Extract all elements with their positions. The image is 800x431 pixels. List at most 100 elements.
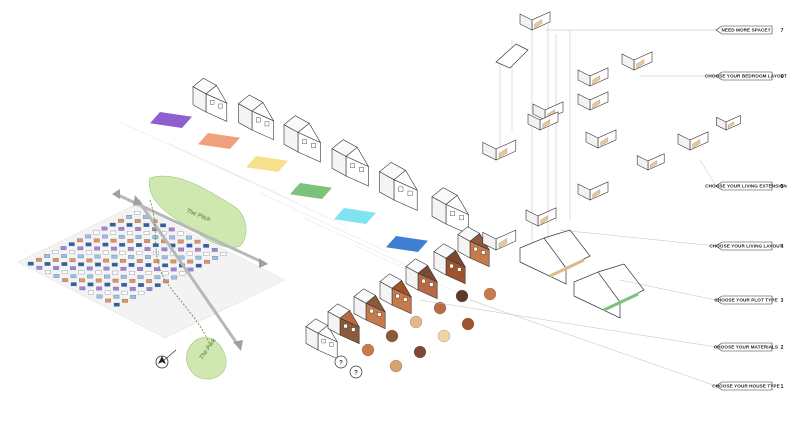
step-label-text: CHOOSE YOUR LIVING EXTENSION	[705, 184, 787, 189]
house-block	[127, 247, 134, 251]
house-block	[101, 226, 108, 231]
house-block	[44, 254, 51, 258]
house-block	[104, 282, 111, 287]
house-window	[457, 267, 462, 272]
house-block	[203, 251, 210, 256]
house-block	[120, 266, 127, 271]
house-block	[195, 247, 201, 252]
step-label-box	[715, 342, 773, 352]
room-module-9	[636, 153, 665, 171]
house-block	[120, 274, 127, 279]
house-block	[53, 266, 60, 270]
module-furniture	[592, 99, 601, 109]
unknown-marker-1: ?	[339, 361, 343, 367]
house-block	[187, 259, 194, 264]
house-block	[144, 247, 151, 251]
module-furniture	[542, 119, 551, 129]
green-path	[149, 199, 211, 346]
house-block	[45, 270, 51, 274]
house-block	[53, 274, 60, 278]
house-block	[119, 242, 126, 247]
material-swatch	[483, 287, 497, 301]
house-block	[112, 270, 119, 275]
road-arrow-north	[133, 195, 142, 206]
house-block	[113, 294, 120, 299]
house-block	[70, 266, 76, 271]
house-block	[162, 271, 169, 276]
module-furniture	[728, 121, 735, 129]
house-block	[130, 295, 137, 299]
house-block	[118, 234, 125, 239]
house-block	[186, 243, 193, 248]
house-block	[128, 263, 135, 267]
house-block	[145, 271, 152, 275]
house-block	[177, 231, 184, 236]
house-block	[168, 227, 175, 232]
house-block	[135, 235, 142, 239]
material-house-2	[327, 303, 360, 345]
house-block	[77, 246, 84, 251]
house-window	[398, 186, 404, 192]
plot-tile	[386, 236, 428, 252]
module-wall	[636, 155, 649, 171]
house-block	[137, 275, 144, 279]
module-furniture	[692, 139, 701, 149]
room-module-11	[716, 115, 741, 131]
module-furniture	[650, 160, 658, 169]
house-block	[154, 275, 161, 280]
house-block	[126, 215, 133, 219]
house-window	[256, 117, 261, 123]
house-window	[449, 263, 454, 269]
house-block	[145, 263, 152, 267]
house-block	[211, 248, 218, 252]
step-label-7: NEED MORE SPACE?7	[715, 25, 784, 35]
step-number: 5	[781, 184, 784, 190]
house-block	[95, 262, 101, 267]
house-roof	[327, 303, 351, 319]
house-block	[109, 222, 116, 227]
house-block	[136, 259, 143, 263]
section-garden	[603, 292, 639, 312]
house-block	[121, 282, 128, 287]
plot-tile	[334, 208, 376, 224]
house-block	[178, 247, 185, 252]
house-block	[103, 266, 110, 271]
material-swatches	[361, 287, 497, 373]
house-type-option-3	[283, 115, 322, 163]
house-roof	[305, 318, 329, 334]
house-block	[122, 298, 128, 303]
room-module-5	[577, 91, 609, 111]
house-block	[177, 239, 184, 244]
loft-extension	[495, 43, 529, 69]
module-furniture	[498, 238, 508, 249]
house-block	[36, 257, 42, 262]
module-wall	[577, 69, 591, 87]
unknown-marker-2: ?	[354, 371, 358, 377]
house-block	[95, 278, 102, 283]
room-module-3	[621, 51, 653, 71]
house-roof	[192, 77, 217, 95]
house-block	[154, 267, 160, 272]
house-block	[134, 219, 141, 223]
plot-tile	[246, 156, 288, 172]
material-house-5	[405, 258, 438, 300]
house-type-row	[192, 77, 470, 235]
step-number: 3	[781, 298, 784, 304]
house-block	[110, 238, 117, 243]
house-window	[329, 342, 334, 347]
house-block	[104, 274, 110, 279]
module-wall	[532, 103, 546, 121]
house-block	[137, 267, 144, 271]
house-block	[146, 279, 153, 283]
house-roof	[405, 258, 429, 274]
house-block	[138, 283, 144, 287]
module-furniture	[540, 215, 549, 225]
room-module-2	[577, 67, 609, 87]
house-type-option-1	[192, 77, 228, 122]
module-wall	[482, 231, 497, 251]
house-block	[96, 286, 103, 291]
module-wall	[577, 93, 591, 111]
